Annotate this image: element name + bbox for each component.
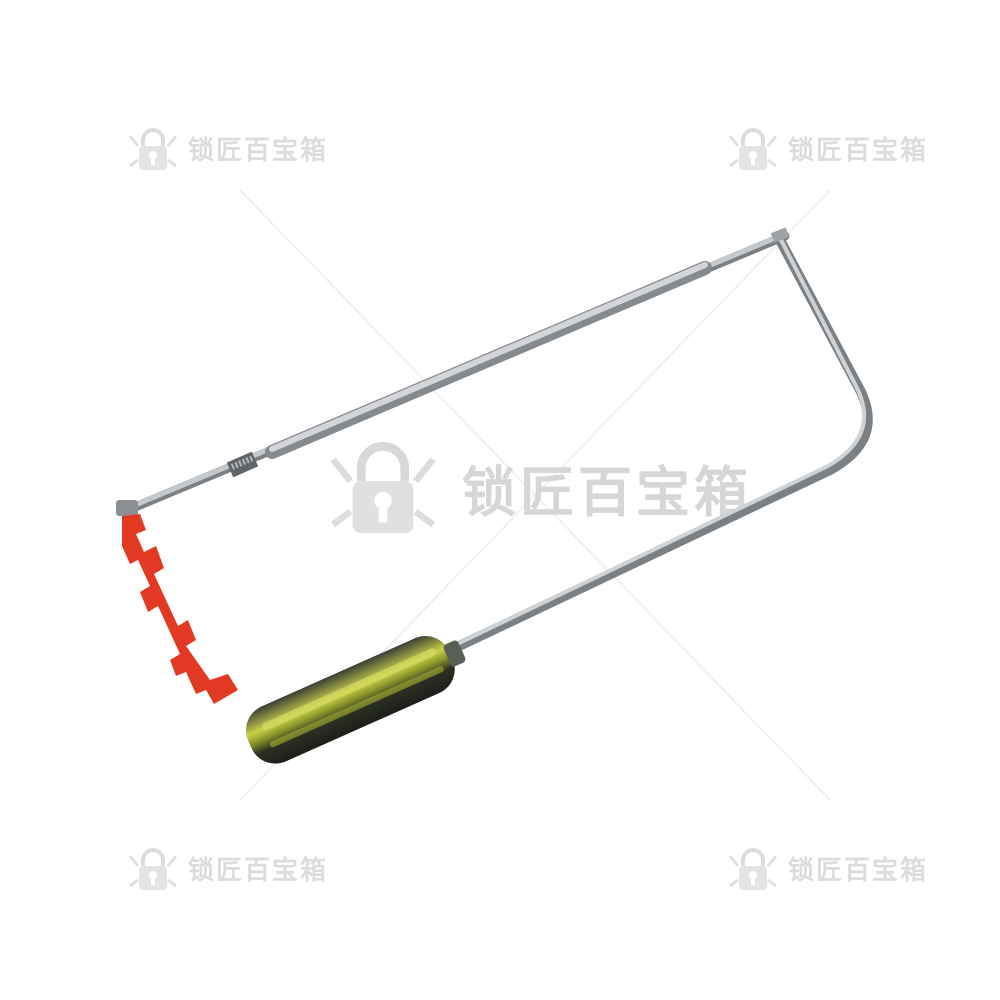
lock-with-keys-icon (728, 848, 778, 890)
screwdriver-handle (246, 635, 466, 764)
watermark-text-large: 锁匠百宝箱 (462, 461, 752, 524)
end-fitting (116, 500, 138, 516)
lock-with-keys-icon (128, 128, 178, 170)
lock-with-keys-icon (330, 442, 436, 534)
top-rod (123, 231, 790, 515)
watermark-text: 锁匠百宝箱 (788, 136, 929, 166)
frame-rod (450, 227, 873, 653)
lock-with-keys-icon (728, 128, 778, 170)
watermark-text: 锁匠百宝箱 (788, 856, 929, 886)
lock-with-keys-icon (128, 848, 178, 890)
watermark-text: 锁匠百宝箱 (188, 136, 329, 166)
watermark-text: 锁匠百宝箱 (188, 856, 329, 886)
red-tip (122, 514, 238, 704)
